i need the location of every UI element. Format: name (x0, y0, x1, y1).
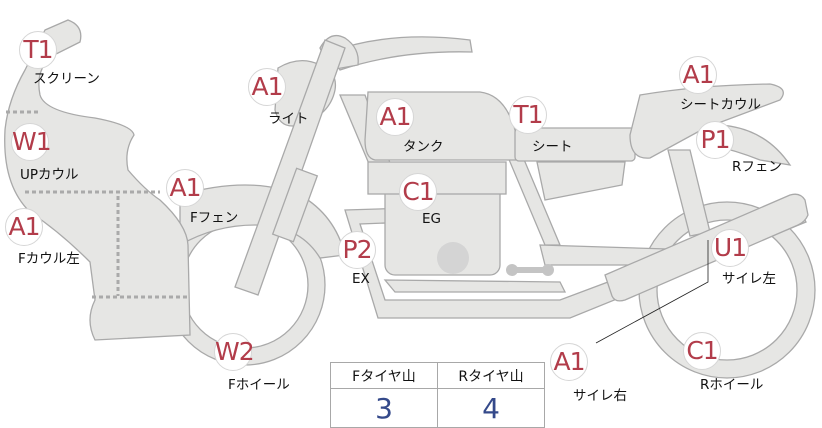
f-cowl-left-label: Fカウル左 (18, 251, 80, 267)
r-fender-label: Rフェン (732, 159, 782, 175)
engine-label: EG (422, 211, 441, 227)
f-tire-value: 3 (330, 388, 438, 428)
silencer-right-grade-badge: A1 (550, 343, 588, 381)
f-tire-header: Fタイヤ山 (330, 362, 438, 389)
f-fender-grade-badge: A1 (166, 169, 204, 207)
engine-grade-badge: C1 (399, 173, 437, 211)
fork-shape (234, 39, 346, 296)
seat-cowl-grade-badge: A1 (679, 56, 717, 94)
exhaust-grade-badge: P2 (338, 231, 376, 269)
tire-tread-table: Fタイヤ山 Rタイヤ山 3 4 (330, 362, 545, 428)
exhaust-label: EX (352, 271, 370, 287)
r-tire-header: Rタイヤ山 (437, 362, 545, 389)
screen-grade-badge: T1 (19, 31, 57, 69)
screen-label: スクリーン (33, 71, 100, 87)
silencer-left-label: サイレ左 (722, 271, 776, 287)
light-grade-badge: A1 (248, 68, 286, 106)
seat-label: シート (532, 139, 573, 155)
light-label: ライト (268, 111, 309, 127)
cowl-shape (4, 19, 191, 341)
handlebar-shape (329, 36, 473, 71)
silencer-leader-line (595, 240, 709, 344)
up-cowl-grade-badge: W1 (11, 123, 52, 161)
f-wheel-grade-badge: W2 (214, 333, 255, 371)
r-tire-value: 4 (437, 388, 545, 428)
seat-cowl-label: シートカウル (680, 97, 761, 113)
f-wheel-label: Fホイール (228, 377, 290, 393)
r-wheel-label: Rホイール (700, 377, 764, 393)
f-fender-label: Fフェン (190, 210, 239, 226)
r-wheel-grade-badge: C1 (683, 332, 721, 370)
muffler-shape (604, 193, 809, 302)
tank-grade-badge: A1 (376, 98, 414, 136)
silencer-left-grade-badge: U1 (711, 229, 749, 267)
r-fender-grade-badge: P1 (696, 121, 734, 159)
up-cowl-label: UPカウル (20, 167, 79, 183)
seat-grade-badge: T1 (509, 96, 547, 134)
silencer-right-label: サイレ右 (573, 388, 627, 404)
tank-label: タンク (403, 139, 444, 155)
f-cowl-left-grade-badge: A1 (5, 208, 43, 246)
